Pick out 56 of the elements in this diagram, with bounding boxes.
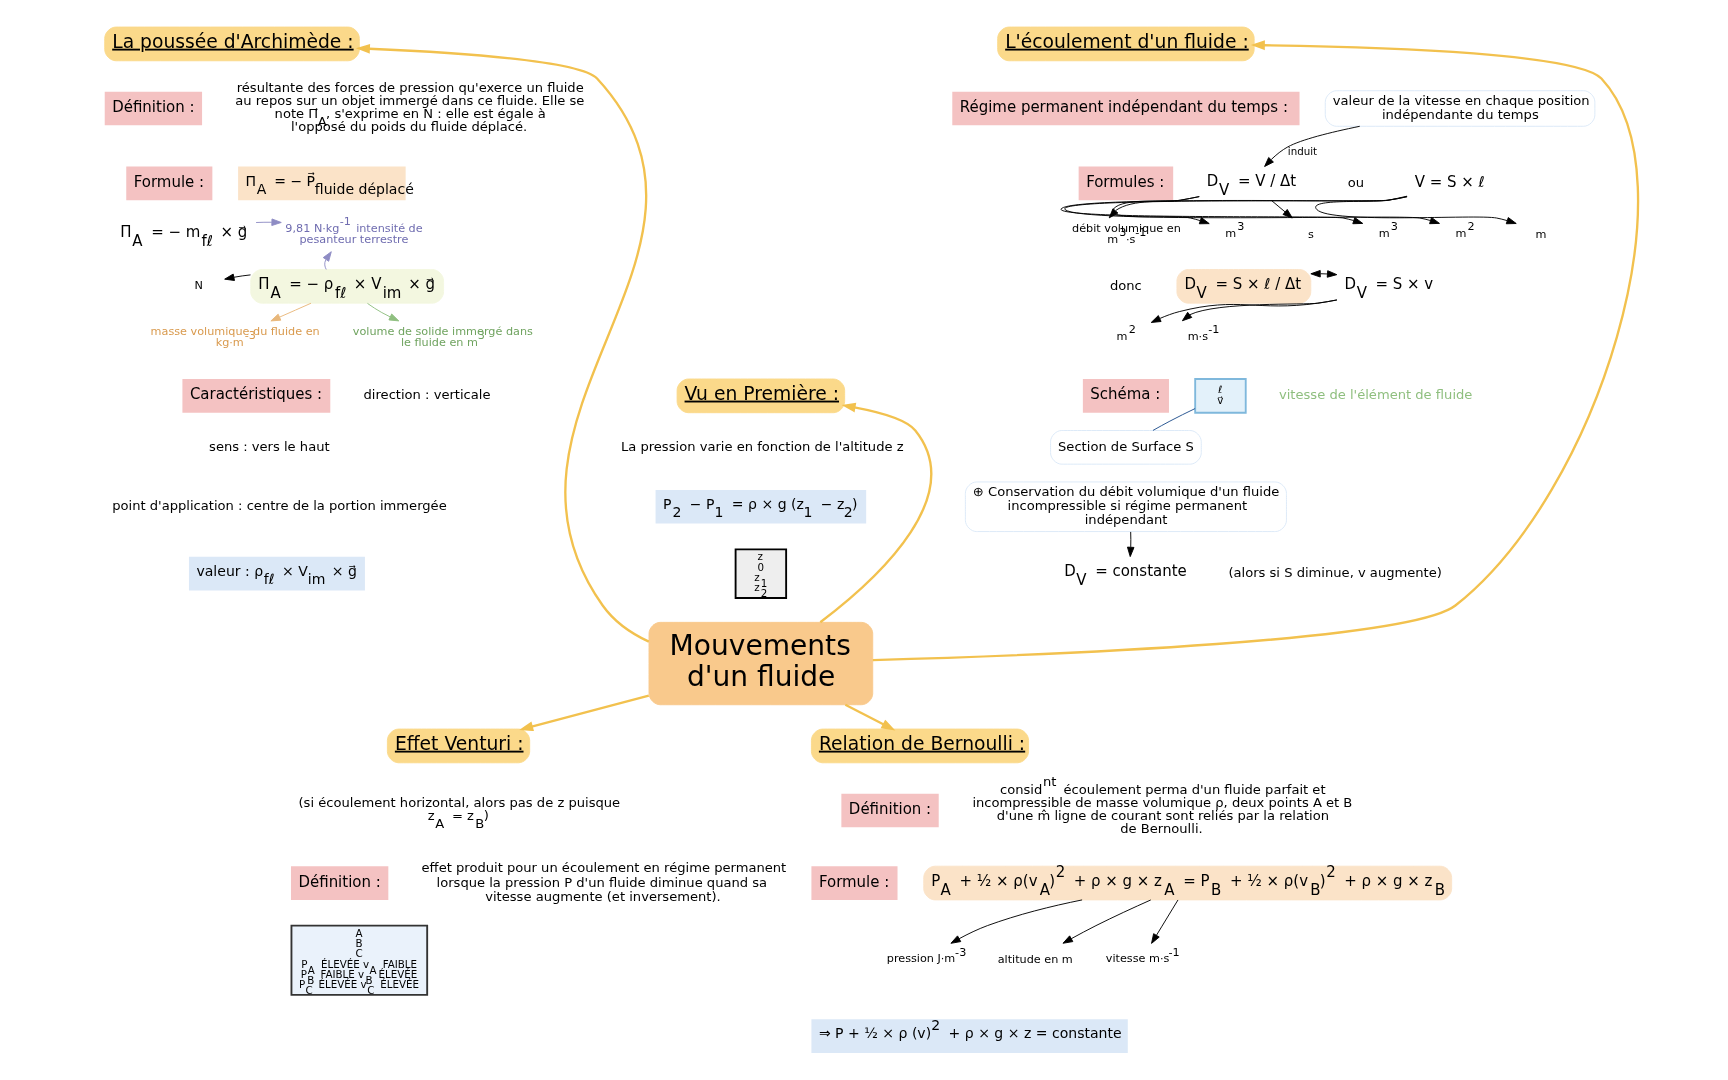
arrow xyxy=(844,703,896,731)
label: vitesse de l'élément de fluide xyxy=(1278,387,1473,403)
arrow xyxy=(367,302,400,322)
node-box: Relation de Bernoulli : xyxy=(810,728,1030,764)
arrow xyxy=(872,40,1639,662)
node-box: ℓ v⃗ xyxy=(1194,378,1247,414)
arrow xyxy=(1127,531,1135,558)
label: Schéma : xyxy=(1090,385,1161,404)
arrow xyxy=(1151,899,1179,944)
node-text: m xyxy=(1535,227,1547,241)
node-box: L'écoulement d'un fluide : xyxy=(997,26,1255,62)
label: effet produit pour un écoulement en régime permanent lorsque la pression P d'un fluide diminue quand sa vitesse augmente (et inversement). xyxy=(421,860,787,904)
arrow xyxy=(1264,125,1361,167)
arrow xyxy=(1315,195,1517,225)
connector xyxy=(1152,408,1196,431)
label: Formules : xyxy=(1086,172,1165,191)
node-text: altitude en m xyxy=(997,953,1073,967)
arrow xyxy=(1062,899,1152,944)
edge-label: induit xyxy=(1287,145,1318,158)
label: La pression varie en fonction de l'altitude z xyxy=(620,438,904,454)
node-text: N xyxy=(194,279,203,293)
node-box: Section de Surface S xyxy=(1050,430,1202,465)
node-box: Effet Venturi : xyxy=(386,728,531,764)
label: direction : verticale xyxy=(363,387,491,403)
label: Définition : xyxy=(112,98,195,117)
arrow xyxy=(1310,270,1338,278)
node-text: V = S × ℓ xyxy=(1414,172,1485,191)
label: Définition : xyxy=(848,800,932,819)
node-box: Mouvements d'un fluide xyxy=(648,621,874,706)
label: (alors si S diminue, v augmente) xyxy=(1228,565,1442,581)
label: point d'application : centre de la portion immergée xyxy=(112,498,447,514)
node-box: valeur de la vitesse en chaque position indépendante du temps xyxy=(1324,90,1596,127)
arrow xyxy=(950,899,1083,944)
label: donc xyxy=(1110,277,1142,293)
label: ou xyxy=(1347,174,1365,190)
label: Formule : xyxy=(818,872,890,891)
arrow xyxy=(255,218,282,226)
node-box: Vu en Première : xyxy=(676,378,846,414)
label: Caractéristiques : xyxy=(189,385,323,404)
arrow xyxy=(355,43,650,643)
arrow xyxy=(1181,299,1338,322)
label: Définition : xyxy=(298,872,381,891)
label: Régime permanent indépendant du temps : xyxy=(959,98,1288,117)
node-box: La poussée d'Archimède : xyxy=(104,26,360,62)
node-box: ⊕ Conservation du débit volumique d'un fluide incompressible si régime permanent indépendant xyxy=(964,481,1287,533)
arrow xyxy=(1270,199,1293,219)
arrow xyxy=(270,302,312,322)
arrow xyxy=(1112,196,1210,225)
arrow xyxy=(224,273,251,281)
label: sens : vers le haut xyxy=(209,438,330,454)
arrow xyxy=(322,251,332,270)
node-text: s xyxy=(1307,227,1314,241)
arrow xyxy=(519,694,650,732)
arrow xyxy=(1150,299,1338,323)
arrow xyxy=(819,402,933,624)
label: Formule : xyxy=(133,172,205,191)
